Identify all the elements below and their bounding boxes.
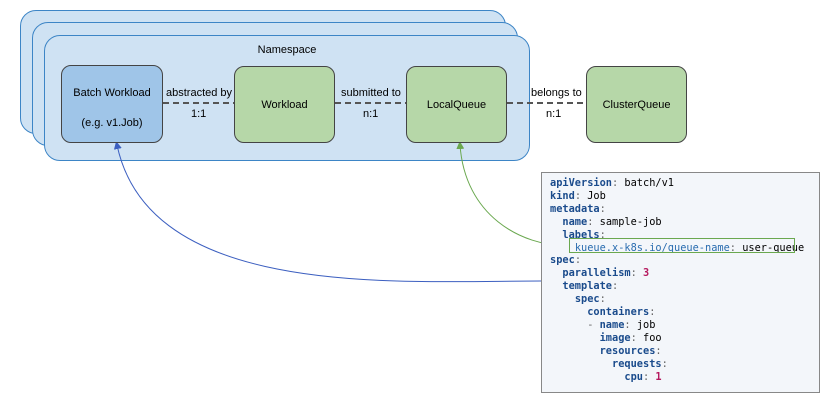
job-yaml-code: apiVersion: batch/v1 kind: Job metadata:… <box>550 177 805 383</box>
edge-ratio-submitted: n:1 <box>363 108 379 120</box>
namespace-title: Namespace <box>257 44 317 56</box>
workload-node: Workload <box>234 66 335 143</box>
edge-label-submitted: submitted to <box>341 87 401 99</box>
workload-label: Workload <box>261 98 308 111</box>
cluster-queue-label: ClusterQueue <box>602 98 671 111</box>
edge-ratio-abstracted: 1:1 <box>191 108 207 120</box>
queue-label-highlight <box>569 238 795 253</box>
edge-ratio-belongs: n:1 <box>546 108 562 120</box>
batch-workload-example: (e.g. v1.Job) <box>81 117 143 129</box>
blue-arrow-line <box>113 141 542 283</box>
edge-label-belongs: belongs to <box>531 87 582 99</box>
local-queue-node: LocalQueue <box>406 66 507 143</box>
job-yaml-panel: apiVersion: batch/v1 kind: Job metadata:… <box>541 172 820 393</box>
edge-label-abstracted: abstracted by <box>166 87 233 99</box>
local-queue-label: LocalQueue <box>426 98 487 111</box>
batch-workload-label: Batch Workload <box>73 87 151 99</box>
cluster-queue-node: ClusterQueue <box>586 66 687 143</box>
batch-workload-node: Batch Workload (e.g. v1.Job) <box>61 65 163 143</box>
